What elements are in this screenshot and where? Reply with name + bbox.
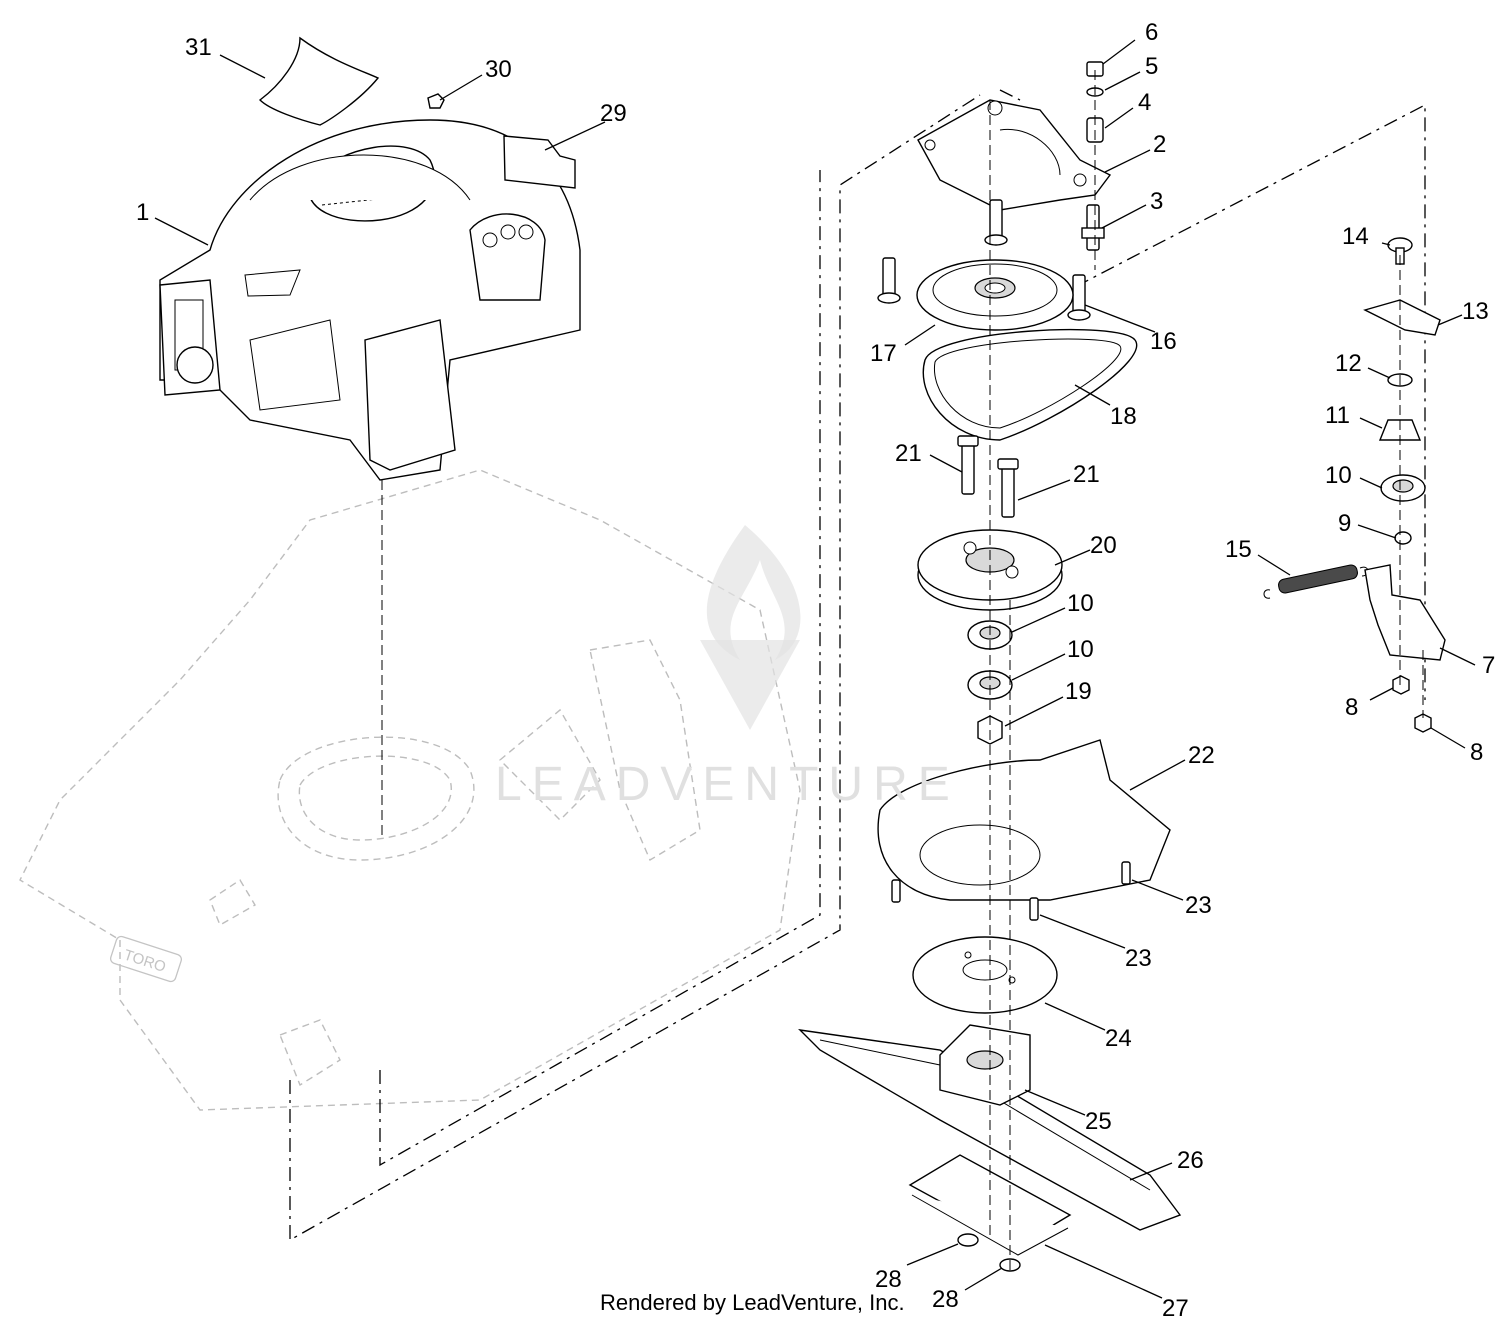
callout-22: 22 xyxy=(1188,742,1215,769)
callout-28-right: 28 xyxy=(932,1286,959,1313)
screws-23 xyxy=(891,861,1131,921)
leader-lines xyxy=(154,39,1476,1299)
callout-23-center: 23 xyxy=(1125,945,1152,972)
callout-10-lower: 10 xyxy=(1067,636,1094,663)
callout-21-right: 21 xyxy=(1073,461,1100,488)
callout-15: 15 xyxy=(1225,536,1252,563)
callout-31: 31 xyxy=(185,34,212,61)
callout-27: 27 xyxy=(1162,1295,1189,1322)
callout-29: 29 xyxy=(600,100,627,127)
callout-1: 1 xyxy=(136,199,149,226)
callout-23-right: 23 xyxy=(1185,892,1212,919)
callout-19: 19 xyxy=(1065,678,1092,705)
callout-14: 14 xyxy=(1342,223,1369,250)
callout-10-right: 10 xyxy=(1325,462,1352,489)
bolts-21 xyxy=(957,435,1019,518)
bearing-10-right xyxy=(1380,474,1426,502)
washer-9 xyxy=(1394,531,1412,545)
callout-2: 2 xyxy=(1153,131,1166,158)
label-29 xyxy=(503,135,576,189)
engine-assembly xyxy=(159,119,581,481)
stud-3 xyxy=(1081,204,1105,251)
callout-4: 4 xyxy=(1138,89,1151,116)
callout-11: 11 xyxy=(1325,402,1350,429)
watermark: LEADVENTURE xyxy=(495,525,960,811)
pulley-17 xyxy=(916,259,1074,331)
callout-9: 9 xyxy=(1338,510,1351,537)
plate-24 xyxy=(912,936,1058,1014)
callout-12: 12 xyxy=(1335,350,1362,377)
nuts-8 xyxy=(1392,675,1432,733)
callout-5: 5 xyxy=(1145,53,1158,80)
callout-20: 20 xyxy=(1090,532,1117,559)
callout-6: 6 xyxy=(1145,19,1158,46)
assembly-boundaries xyxy=(289,89,1426,1242)
callout-13: 13 xyxy=(1462,298,1489,325)
callout-18: 18 xyxy=(1110,403,1137,430)
callouts: 31 30 29 1 6 5 4 2 3 16 17 18 21 21 20 1… xyxy=(136,19,1495,1322)
callout-28-left: 28 xyxy=(875,1266,902,1293)
deck-logo-text: TORO xyxy=(122,946,168,975)
callout-21-left: 21 xyxy=(895,440,922,467)
callout-24: 24 xyxy=(1105,1025,1132,1052)
watermark-text: LEADVENTURE xyxy=(495,758,960,811)
callout-3: 3 xyxy=(1150,188,1163,215)
callout-8-left: 8 xyxy=(1345,694,1358,721)
decal-31 xyxy=(258,36,380,126)
nut-30 xyxy=(427,93,445,109)
mower-deck: TORO xyxy=(19,469,801,1111)
lever-7 xyxy=(1364,564,1446,661)
callout-7: 7 xyxy=(1482,652,1495,679)
nuts-28 xyxy=(957,1233,1021,1272)
callout-17: 17 xyxy=(870,340,897,367)
bracket-13 xyxy=(1363,299,1441,336)
callout-8-right: 8 xyxy=(1470,739,1483,766)
bracket-2 xyxy=(917,99,1112,211)
callout-10-upper: 10 xyxy=(1067,590,1094,617)
bolts-16 xyxy=(877,199,1091,321)
callout-30: 30 xyxy=(485,56,512,83)
callout-26: 26 xyxy=(1177,1147,1204,1174)
render-credit: Rendered by LeadVenture, Inc. xyxy=(600,1290,905,1315)
callout-16: 16 xyxy=(1150,328,1177,355)
callout-25: 25 xyxy=(1085,1108,1112,1135)
